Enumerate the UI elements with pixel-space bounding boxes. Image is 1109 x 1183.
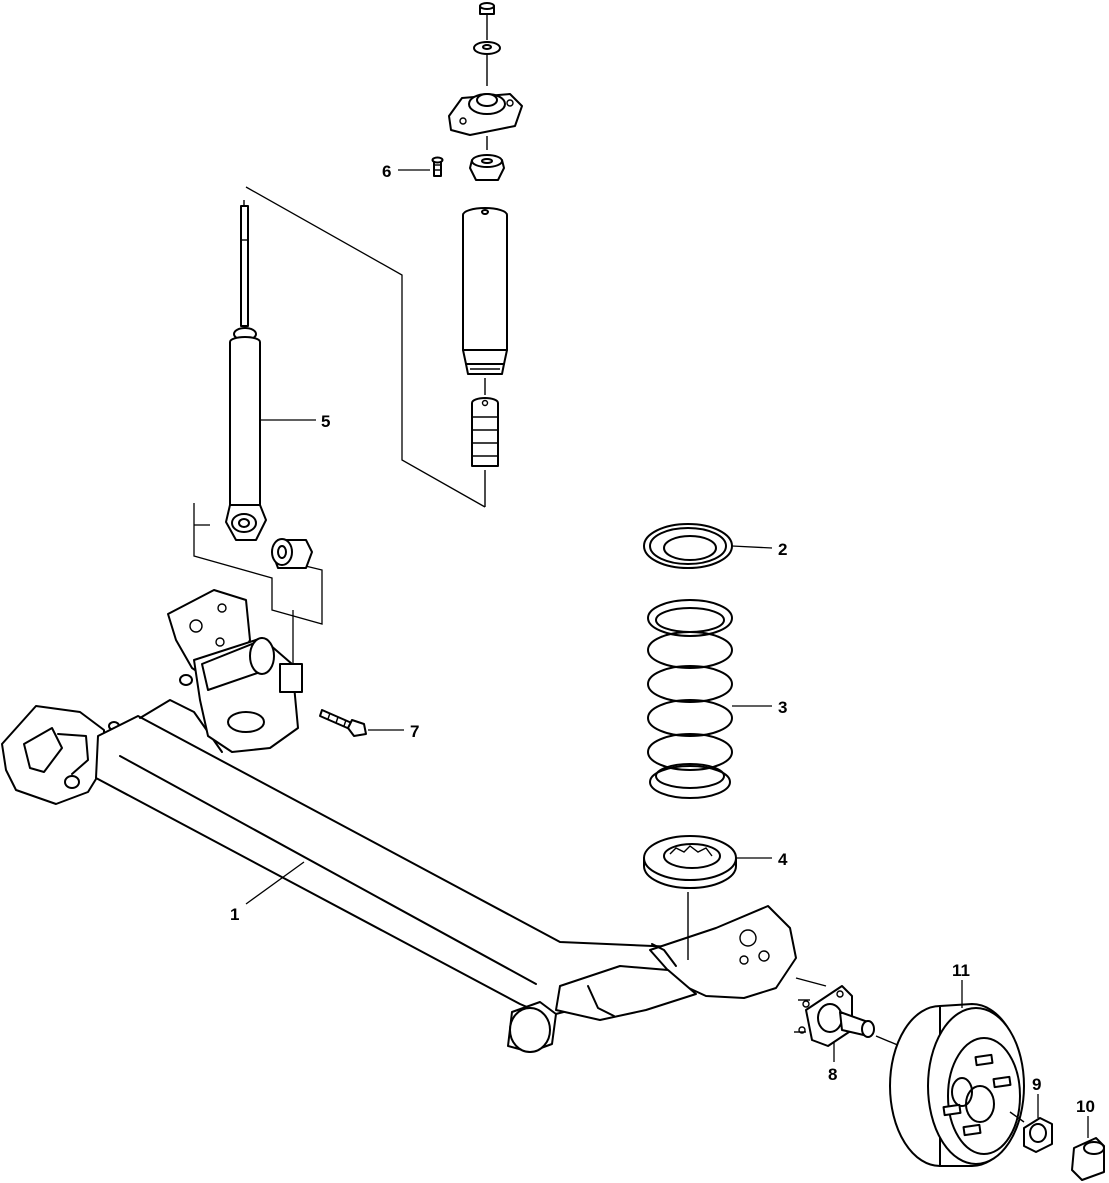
lower-spring-seat <box>643 835 737 889</box>
top-nut <box>479 2 495 15</box>
callout-10: 10 <box>1076 1097 1095 1116</box>
callout-8: 8 <box>828 1065 837 1084</box>
assembly-connector-lines <box>193 186 486 665</box>
callout-1: 1 <box>230 905 239 924</box>
mount-bolt <box>431 156 444 177</box>
leader-2 <box>731 545 773 549</box>
upper-spring-seat <box>643 523 733 569</box>
lock-nut <box>1023 1117 1053 1153</box>
dust-boot <box>462 207 508 375</box>
hub-spindle <box>794 985 875 1047</box>
shock-bolt <box>319 709 367 737</box>
callout-5: 5 <box>321 412 330 431</box>
callout-4: 4 <box>778 850 788 869</box>
shock-bushing <box>271 538 313 569</box>
callout-3: 3 <box>778 698 787 717</box>
callout-7: 7 <box>410 722 419 741</box>
callout-2: 2 <box>778 540 787 559</box>
upper-mount-plate <box>448 93 523 136</box>
bump-washer <box>469 154 505 181</box>
top-washer <box>473 41 501 55</box>
rear-axle-beam <box>1 589 797 1053</box>
leader-1 <box>245 861 305 905</box>
callout-9: 9 <box>1032 1075 1041 1094</box>
hub-cap <box>1071 1137 1105 1181</box>
bump-stop <box>471 397 499 467</box>
coil-spring <box>647 599 733 799</box>
shock-absorber <box>225 200 267 541</box>
callout-11: 11 <box>952 961 970 980</box>
callout-6: 6 <box>382 162 391 181</box>
brake-drum <box>889 1003 1025 1167</box>
